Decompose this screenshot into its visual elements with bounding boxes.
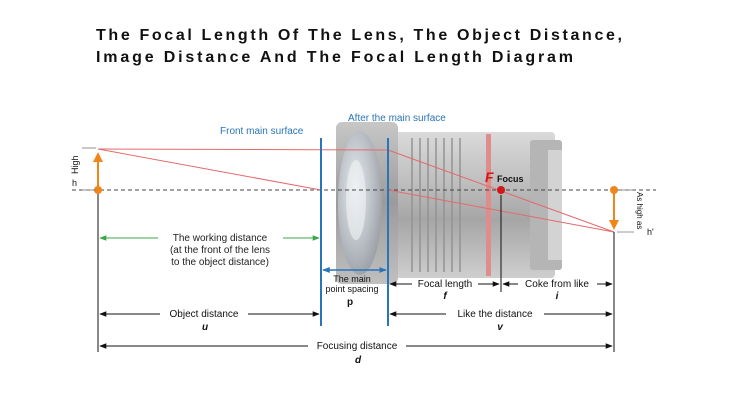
- focus-label: Focus: [497, 174, 524, 184]
- main-point-spacing-symbol: p: [347, 297, 353, 308]
- focal-length-label: Focal length: [418, 279, 472, 290]
- front-main-surface-label: Front main surface: [220, 126, 304, 137]
- image-arrow: [609, 186, 619, 230]
- image-distance-label: Like the distance: [457, 309, 532, 320]
- object-height-label: High: [70, 155, 80, 174]
- focusing-distance-symbol: d: [355, 355, 362, 366]
- object-arrow: [93, 152, 103, 194]
- focus-symbol: F: [485, 169, 494, 185]
- camera-lens-photo: [336, 122, 562, 284]
- main-point-spacing-label-1: The main: [333, 274, 371, 284]
- focal-length-symbol: f: [443, 291, 448, 302]
- after-main-surface-label: After the main surface: [348, 113, 446, 124]
- title-line-2: Image Distance And The Focal Length Diag…: [96, 49, 573, 66]
- coke-from-like-symbol: i: [556, 291, 559, 302]
- extension-lines: [97, 190, 615, 352]
- coke-from-like-label: Coke from like: [525, 279, 589, 290]
- working-distance-label-2: (at the front of the lens: [170, 245, 270, 256]
- title-line-1: The Focal Length Of The Lens, The Object…: [96, 27, 622, 44]
- focusing-distance-label: Focusing distance: [317, 341, 398, 352]
- main-point-spacing-label-2: point spacing: [325, 284, 378, 294]
- image-height-label: As high as: [635, 192, 644, 229]
- focus-point: [497, 186, 505, 194]
- object-distance-label: Object distance: [170, 309, 239, 320]
- object-height-symbol: h: [72, 178, 77, 188]
- object-distance-symbol: u: [202, 322, 208, 333]
- working-distance-label-3: to the object distance): [171, 257, 269, 268]
- working-distance-label-1: The working distance: [173, 233, 268, 244]
- image-height-symbol: h': [647, 227, 654, 237]
- image-distance-symbol: v: [497, 322, 504, 333]
